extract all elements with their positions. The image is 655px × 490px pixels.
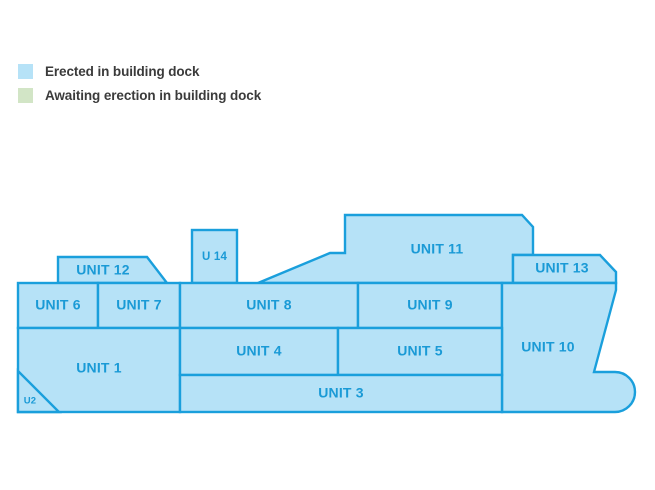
unit-13-label: UNIT 13 [535,260,589,276]
unit-11-shape [257,213,535,285]
unit-11-block[interactable]: UNIT 11 [257,213,535,285]
unit-10-label: UNIT 10 [521,339,575,355]
unit-12-block[interactable]: UNIT 12 [56,255,170,285]
unit-5-block[interactable]: UNIT 5 [336,326,504,377]
legend-label-erected: Erected in building dock [45,63,200,79]
unit-3-label: UNIT 3 [318,385,364,401]
unit-2-label: U2 [24,396,37,407]
unit-9-block[interactable]: UNIT 9 [356,281,504,330]
unit-2-shape [16,368,62,414]
legend-item-erected: Erected in building dock [18,60,261,82]
unit-5-shape [336,326,504,377]
unit-9-label: UNIT 9 [407,297,453,313]
legend-label-awaiting: Awaiting erection in building dock [45,87,262,103]
unit-13-shape [511,253,618,285]
unit-4-label: UNIT 4 [236,343,282,359]
unit-6-label: UNIT 6 [35,297,81,313]
unit-10-block[interactable]: UNIT 10 [500,281,637,414]
unit-8-label: UNIT 8 [246,297,292,313]
unit-2-block[interactable]: U2 [16,368,62,414]
unit-3-shape [178,373,504,414]
unit-4-block[interactable]: UNIT 4 [178,326,340,377]
unit-14-block[interactable]: U 14 [190,228,239,285]
legend-item-awaiting: Awaiting erection in building dock [18,84,261,106]
unit-5-label: UNIT 5 [397,343,443,359]
legend: Erected in building dock Awaiting erecti… [18,60,261,108]
unit-6-block[interactable]: UNIT 6 [16,281,100,330]
unit-7-block[interactable]: UNIT 7 [96,281,182,330]
unit-14-label: U 14 [202,251,227,263]
unit-1-label: UNIT 1 [76,360,122,376]
unit-10-shape [500,281,637,414]
unit-12-label: UNIT 12 [76,262,130,278]
legend-swatch-awaiting [18,87,33,103]
legend-swatch-erected [18,63,33,79]
unit-7-label: UNIT 7 [116,297,162,313]
unit-3-block[interactable]: UNIT 3 [178,373,504,414]
unit-13-block[interactable]: UNIT 13 [511,253,618,285]
unit-8-block[interactable]: UNIT 8 [178,281,360,330]
unit-11-label: UNIT 11 [411,241,464,257]
unit-6-shape [16,281,100,330]
unit-8-shape [178,281,360,330]
